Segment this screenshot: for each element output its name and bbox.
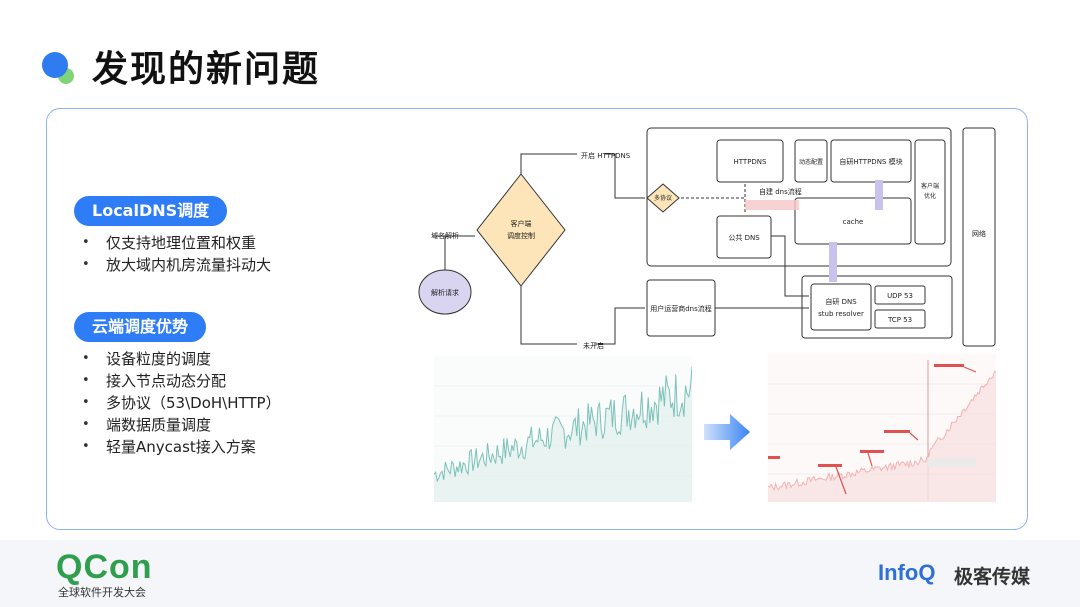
resolve-request-node [418,269,472,315]
list-item: 端数据质量调度 [80,414,281,436]
carrier-dns-label: 用户运营商dns流程 [650,304,712,313]
highlight-arrow [829,242,837,282]
flow-line [520,280,577,345]
flow-line [595,307,645,345]
trend-area [434,366,692,502]
client-control-label-2: 调度控制 [507,231,535,240]
self-httpdns-module-label: 自研HTTPDNS 模块 [839,157,902,166]
list-item: 轻量Anycast接入方案 [80,436,281,458]
httpdns-box [716,139,784,183]
network-box [962,127,996,347]
client-opt-box [914,139,946,245]
domain-resolve-label: 域名解析 [431,231,459,240]
enable-httpdns-label: 开启 HTTPDNS [581,151,631,160]
section-heading-cloud: 云端调度优势 [74,312,207,342]
title-decoration-blue-dot [42,52,68,78]
resolve-request-label: 解析请求 [431,288,459,297]
dns-flow-diagram: 解析请求 域名解析 客户端 调度控制 开启 HTTPDNS 未开启 多协议 HT… [418,127,996,350]
highlight-arrow [745,200,799,210]
transition-arrow-icon [704,414,750,450]
stub-label-2: stub resolver [818,310,864,318]
dynamic-config-box [794,139,828,183]
flow-line [771,235,809,297]
stub-resolver-box [810,283,872,331]
flow-line [605,153,645,199]
trend-area [768,371,996,502]
section-heading-localdns: LocalDNS调度 [74,196,228,226]
stub-label-1: 自研 DNS [825,297,857,306]
tcp-label: TCP 53 [887,316,912,324]
multi-protocol-label: 多协议 [654,194,672,202]
udp-box [874,285,926,305]
annotation-markers [768,364,964,467]
self-dns-flow-label: 自建 dns流程 [759,187,802,196]
localdns-bullet-list: 仅支持地理位置和权重 放大域内机房流量抖动大 [80,232,271,276]
list-item: 多协议（53\DoH\HTTP） [80,392,281,414]
qcon-subtitle: 全球软件开发大会 [58,586,146,599]
traffic-trend-chart-after [768,354,996,502]
cloud-bullet-list: 设备粒度的调度 接入节点动态分配 多协议（53\DoH\HTTP） 端数据质量调… [80,348,281,458]
not-enabled-label: 未开启 [583,341,604,350]
public-dns-box [716,215,772,259]
multi-protocol-diamond [646,183,680,213]
public-dns-label: 公共 DNS [728,233,760,242]
httpdns-label: HTTPDNS [734,158,768,166]
flow-line [520,153,577,184]
list-item: 放大域内机房流量抖动大 [80,254,271,276]
page-title: 发现的新问题 [92,49,321,90]
trend-line [434,366,692,483]
network-label: 网络 [972,229,986,238]
self-httpdns-module-box [830,139,912,183]
stub-container-box [801,275,953,339]
annotation-arrows [835,366,977,495]
footer-strip [0,540,1080,607]
list-item: 仅支持地理位置和权重 [80,232,271,254]
infoq-logo: InfoQ [878,560,936,585]
dynamic-config-label: 动态配置 [799,158,823,166]
list-item: 设备粒度的调度 [80,348,281,370]
annotation-tooltip [928,458,976,466]
tcp-box [874,309,926,329]
traffic-trend-chart-before [434,356,692,502]
upper-container-box [646,127,952,267]
highlight-arrow [875,180,883,210]
udp-label: UDP 53 [887,292,913,300]
trend-line [768,370,996,492]
qcon-logo: QCon [56,548,153,586]
infoq-subtitle: 极客传媒 [954,566,1031,588]
client-opt-label-1: 客户端 [921,182,939,190]
client-control-label-1: 客户端 [511,219,532,228]
client-control-diamond [476,173,566,287]
cache-label: cache [843,218,864,226]
client-opt-label-2: 优化 [924,192,936,200]
list-item: 接入节点动态分配 [80,370,281,392]
cache-box [794,197,912,245]
